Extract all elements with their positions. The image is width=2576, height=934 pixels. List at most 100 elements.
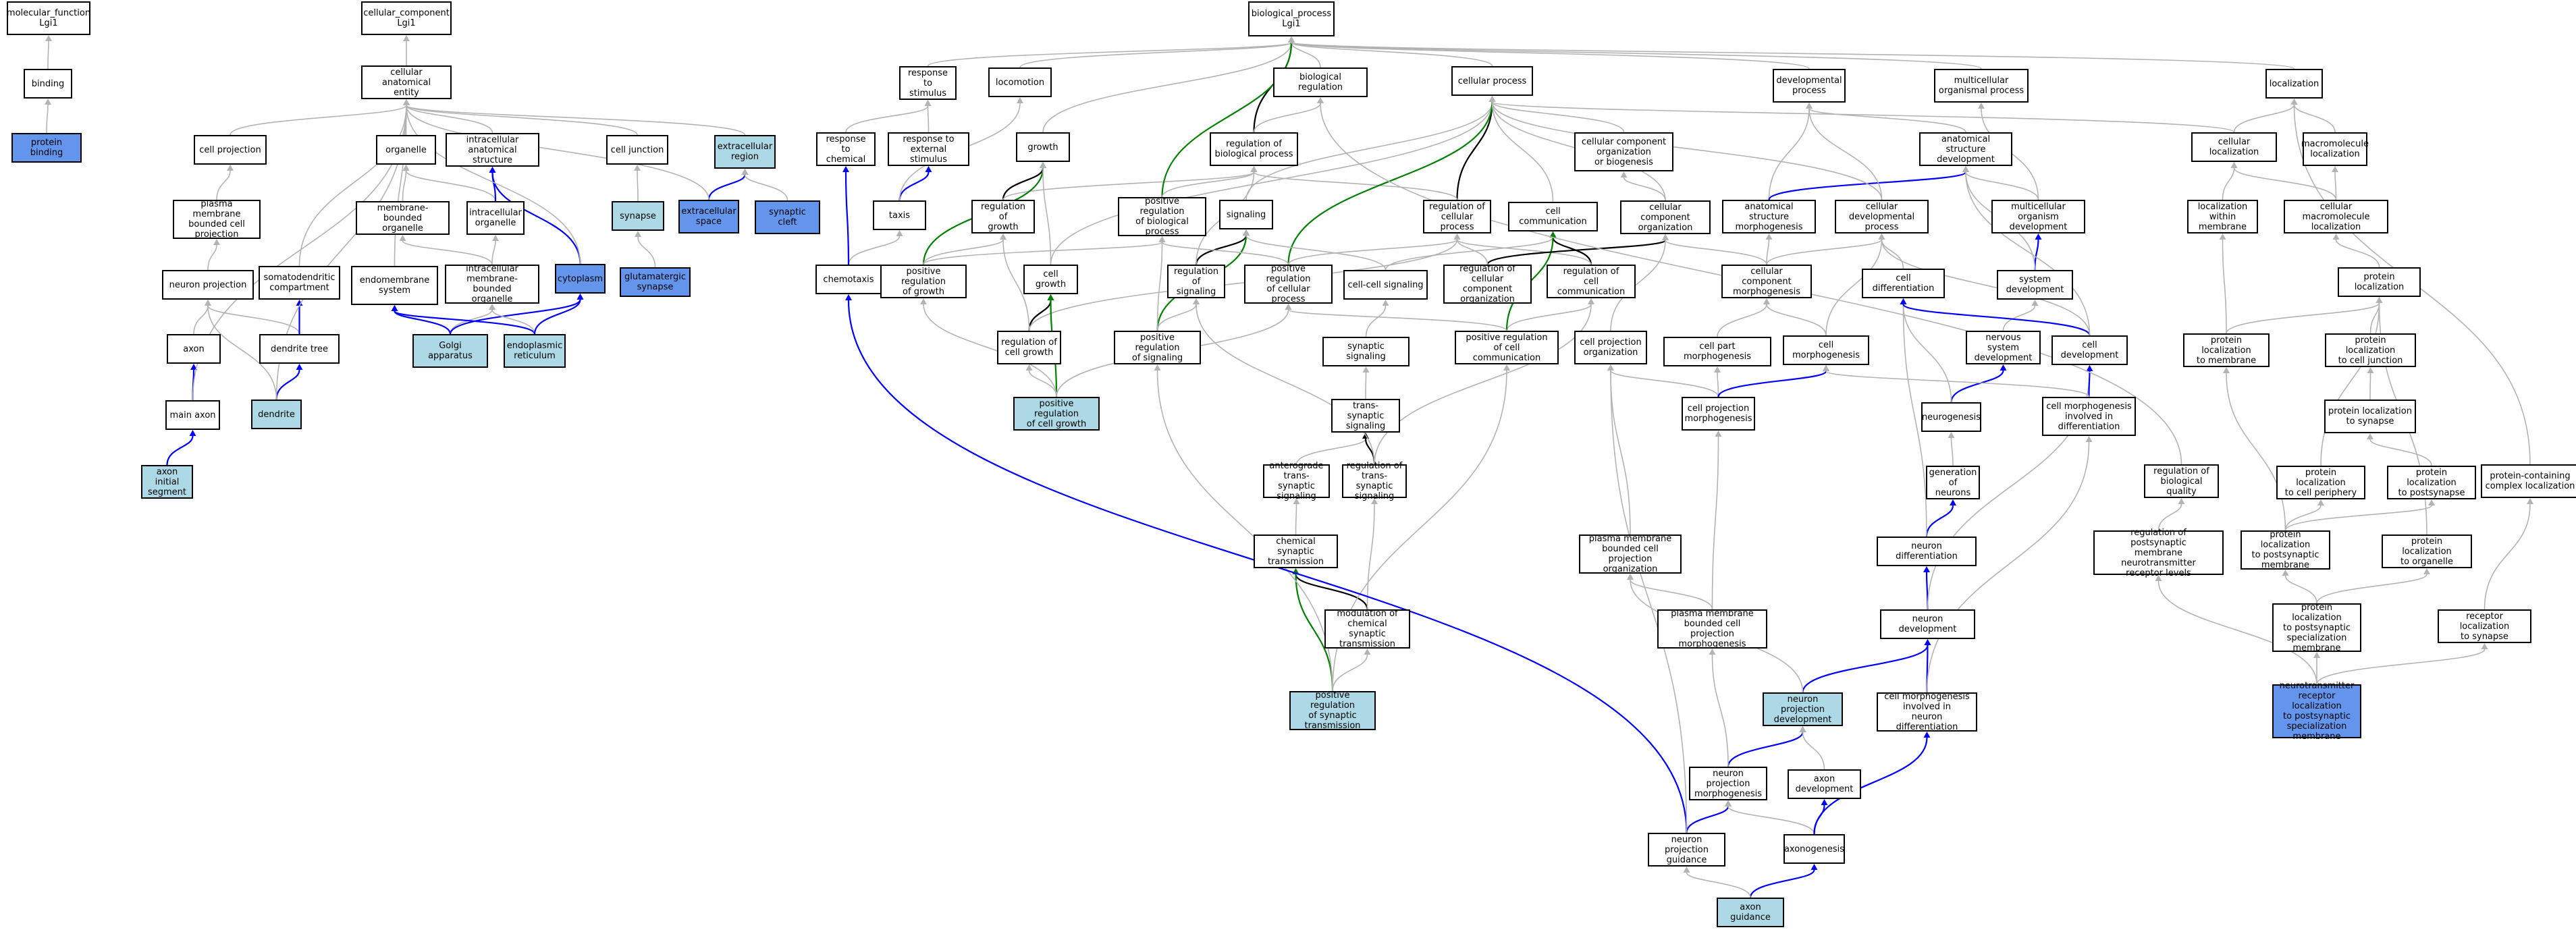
node-dendrite-tree[interactable]: dendrite tree [259,334,340,364]
node-multicellular-organism-development[interactable]: multicellular organism development [1991,200,2085,234]
node-biological-process[interactable]: biological_process Lgi1 [1248,1,1335,36]
node-cell-development[interactable]: cell development [2051,335,2128,365]
node-protein-localization-to-postsynapse[interactable]: protein localization to postsynapse [2387,466,2476,499]
node-cell-projection-morphogenesis[interactable]: cell projection morphogenesis [1682,397,1755,431]
node-anatomical-structure-morphogenesis[interactable]: anatomical structure morphogenesis [1722,200,1816,234]
node-neuron-projection-morphogenesis[interactable]: neuron projection morphogenesis [1689,767,1767,800]
node-anatomical-structure-development[interactable]: anatomical structure development [1919,132,2012,166]
node-positive-regulation-of-cell-communication[interactable]: positive regulation of cell communicatio… [1455,331,1559,364]
node-taxis[interactable]: taxis [873,200,926,230]
node-cell-projection[interactable]: cell projection [194,135,267,165]
node-trans-synaptic-signaling[interactable]: trans-synaptic signaling [1331,399,1400,433]
node-cell-junction[interactable]: cell junction [606,135,668,165]
node-intracellular-anatomical-structure[interactable]: intracellular anatomical structure [446,133,539,167]
node-neurotransmitter-receptor-localization-to-postsynaptic-specialization-membrane[interactable]: neurotransmitter receptor localization t… [2272,681,2361,742]
node-dendrite[interactable]: dendrite [251,400,302,429]
node-plasma-membrane-bounded-cell-projection-organization[interactable]: plasma membrane bounded cell projection … [1579,534,1682,574]
node-glutamatergic-synapse[interactable]: glutamatergic synapse [620,267,691,297]
node-neuron-development[interactable]: neuron development [1880,609,1975,639]
node-protein-localization[interactable]: protein localization [2338,267,2421,297]
node-cell-morphogenesis-involved-in-neuron-differentiation[interactable]: cell morphogenesis involved in neuron di… [1877,692,1977,732]
node-axon[interactable]: axon [167,334,221,364]
node-positive-regulation-of-biological-process[interactable]: positive regulation of biological proces… [1118,196,1206,237]
node-neuron-differentiation[interactable]: neuron differentiation [1877,537,1977,566]
node-protein-localization-to-cell-periphery[interactable]: protein localization to cell periphery [2276,466,2365,499]
node-regulation-of-cellular-process[interactable]: regulation of cellular process [1423,200,1491,234]
node-cell-growth[interactable]: cell growth [1023,265,1078,294]
node-localization[interactable]: localization [2265,69,2323,99]
node-axon-initial-segment[interactable]: axon initial segment [141,465,193,499]
node-positive-regulation-of-cell-growth[interactable]: positive regulation of cell growth [1013,397,1100,431]
node-positive-regulation-of-synaptic-transmission[interactable]: positive regulation of synaptic transmis… [1289,690,1376,731]
node-cell-cell-signaling[interactable]: cell-cell signaling [1343,270,1428,300]
node-cellular-component-organization[interactable]: cellular component organization [1620,200,1711,234]
node-regulation-of-biological-quality[interactable]: regulation of biological quality [2144,464,2219,498]
node-neuron-projection-guidance[interactable]: neuron projection guidance [1648,833,1725,867]
node-protein-localization-to-postsynaptic-membrane[interactable]: protein localization to postsynaptic mem… [2240,530,2330,570]
node-cellular-anatomical-entity[interactable]: cellular anatomical entity [361,65,452,99]
node-intracellular-organelle[interactable]: intracellular organelle [466,201,525,235]
node-synaptic-cleft[interactable]: synaptic cleft [755,200,820,234]
node-chemical-synaptic-transmission[interactable]: chemical synaptic transmission [1254,534,1338,568]
node-cellular-process[interactable]: cellular process [1451,66,1533,96]
node-biological-regulation[interactable]: biological regulation [1273,67,1368,97]
node-endoplasmic-reticulum[interactable]: endoplasmic reticulum [504,334,566,368]
node-regulation-of-trans-synaptic-signaling[interactable]: regulation of trans-synaptic signaling [1342,461,1407,501]
node-synaptic-signaling[interactable]: synaptic signaling [1322,337,1410,366]
node-generation-of-neurons[interactable]: generation of neurons [1926,466,1980,499]
node-cellular-component-morphogenesis[interactable]: cellular component morphogenesis [1721,265,1812,298]
node-macromolecule-localization[interactable]: macromolecule localization [2301,132,2369,166]
node-cellular-macromolecule-localization[interactable]: cellular macromolecule localization [2284,200,2388,234]
node-modulation-of-chemical-synaptic-transmission[interactable]: modulation of chemical synaptic transmis… [1324,609,1410,649]
node-growth[interactable]: growth [1016,132,1070,162]
node-regulation-of-cell-communication[interactable]: regulation of cell communication [1547,265,1636,298]
node-multicellular-organismal-process[interactable]: multicellular organismal process [1934,69,2029,103]
node-protein-localization-to-organelle[interactable]: protein localization to organelle [2382,534,2472,568]
node-axonogenesis[interactable]: axonogenesis [1783,834,1845,864]
node-response-to-chemical[interactable]: response to chemical [816,132,876,166]
node-plasma-membrane-bounded-cell-projection[interactable]: plasma membrane bounded cell projection [173,199,261,240]
node-cell-projection-organization[interactable]: cell projection organization [1574,331,1647,364]
node-regulation-of-growth[interactable]: regulation of growth [971,200,1035,234]
node-response-to-stimulus[interactable]: response to stimulus [899,66,957,100]
node-neuron-projection[interactable]: neuron projection [162,270,254,300]
node-response-to-external-stimulus[interactable]: response to external stimulus [888,132,969,166]
node-cytoplasm[interactable]: cytoplasm [555,264,606,294]
node-synapse[interactable]: synapse [612,201,664,231]
node-membrane-bounded-organelle[interactable]: membrane-bounded organelle [356,201,450,235]
node-protein-containing-complex-localization[interactable]: protein-containing complex localization [2481,464,2576,498]
node-molecular-function[interactable]: molecular_function Lgi1 [7,1,90,35]
node-protein-binding[interactable]: protein binding [11,133,82,163]
node-somatodendritic-compartment[interactable]: somatodendritic compartment [259,266,340,300]
node-regulation-of-postsynaptic-membrane-neurotransmitter-receptor-levels[interactable]: regulation of postsynaptic membrane neur… [2093,528,2224,578]
node-intracellular-membrane-bounded-organelle[interactable]: intracellular membrane-bounded organelle [445,264,539,304]
node-protein-localization-to-cell-junction[interactable]: protein localization to cell junction [2325,333,2416,367]
node-plasma-membrane-bounded-cell-projection-morphogenesis[interactable]: plasma membrane bounded cell projection … [1657,609,1767,649]
node-cell-morphogenesis[interactable]: cell morphogenesis [1783,335,1869,365]
node-organelle[interactable]: organelle [376,135,436,165]
node-system-development[interactable]: system development [1997,270,2073,300]
node-chemotaxis[interactable]: chemotaxis [815,265,882,294]
node-extracellular-space[interactable]: extracellular space [678,200,739,234]
node-cellular-localization[interactable]: cellular localization [2191,132,2277,162]
node-cellular-component-organization-or-biogenesis[interactable]: cellular component organization or bioge… [1574,132,1673,171]
node-axon-development[interactable]: axon development [1788,769,1861,799]
node-endomembrane-system[interactable]: endomembrane system [351,266,438,305]
node-cell-differentiation[interactable]: cell differentiation [1862,269,1945,298]
node-regulation-of-cell-growth[interactable]: regulation of cell growth [997,331,1061,364]
node-binding[interactable]: binding [24,69,72,99]
node-golgi-apparatus[interactable]: Golgi apparatus [412,334,488,368]
node-receptor-localization-to-synapse[interactable]: receptor localization to synapse [2438,609,2531,643]
node-cellular-developmental-process[interactable]: cellular developmental process [1835,200,1929,234]
node-anterograde-trans-synaptic-signaling[interactable]: anterograde trans-synaptic signaling [1263,461,1330,501]
node-cell-communication[interactable]: cell communication [1508,202,1598,231]
node-cell-morphogenesis-involved-in-differentiation[interactable]: cell morphogenesis involved in different… [2042,397,2136,436]
node-nervous-system-development[interactable]: nervous system development [1966,331,2041,364]
node-protein-localization-to-synapse[interactable]: protein localization to synapse [2324,400,2416,433]
node-protein-localization-to-postsynaptic-specialization-membrane[interactable]: protein localization to postsynaptic spe… [2272,603,2361,653]
node-positive-regulation-of-cellular-process[interactable]: positive regulation of cellular process [1244,264,1333,304]
node-localization-within-membrane[interactable]: localization within membrane [2187,200,2258,234]
node-signaling[interactable]: signaling [1219,200,1273,229]
node-regulation-of-signaling[interactable]: regulation of signaling [1167,265,1225,298]
node-neurogenesis[interactable]: neurogenesis [1921,402,1981,432]
